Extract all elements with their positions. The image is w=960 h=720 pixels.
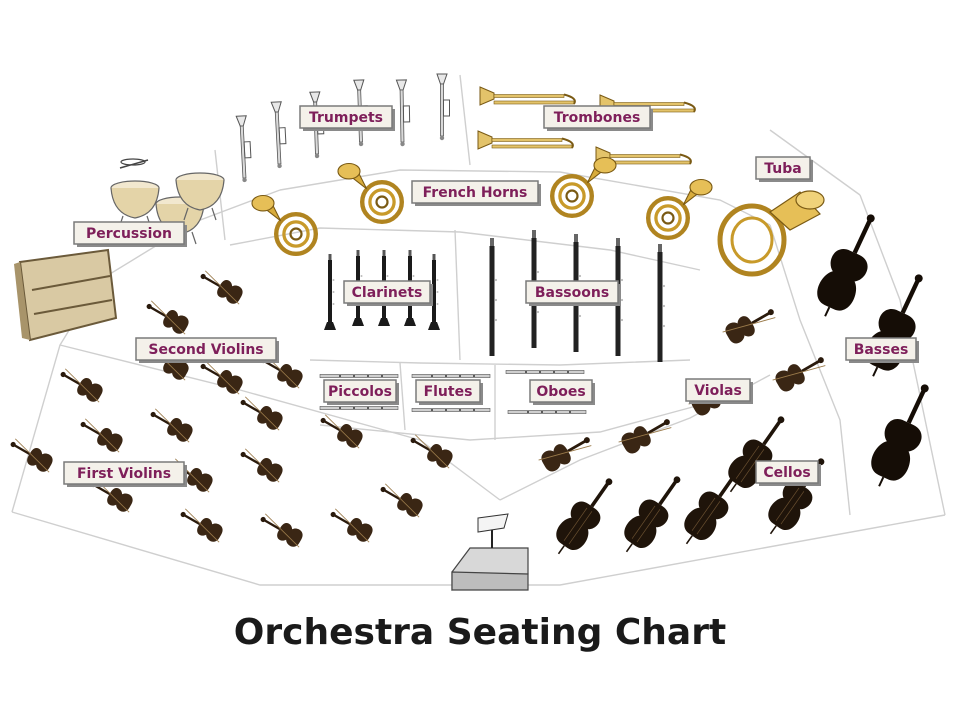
svg-text:Trombones: Trombones <box>554 110 641 126</box>
cellos-label: Cellos <box>755 460 821 486</box>
trombones-label: Trombones <box>543 105 653 131</box>
first-violins-label: First Violins <box>63 461 187 487</box>
clarinets-label: Clarinets <box>343 280 433 306</box>
percussion-section <box>14 158 225 342</box>
drum-case-icon <box>14 248 118 342</box>
section-boundaries <box>11 74 946 586</box>
svg-text:Basses: Basses <box>854 342 909 358</box>
page-title: Orchestra Seating Chart <box>233 612 727 653</box>
section-labels: Trumpets Trombones French Horns Tuba Per… <box>63 105 919 487</box>
conductor-podium-icon <box>451 513 529 591</box>
svg-text:Violas: Violas <box>694 383 742 399</box>
flutes-label: Flutes <box>415 379 483 405</box>
svg-text:Bassoons: Bassoons <box>535 285 609 301</box>
tuba-label: Tuba <box>755 156 813 182</box>
svg-text:Piccolos: Piccolos <box>328 384 392 400</box>
oboes-label: Oboes <box>529 379 595 405</box>
svg-text:Cellos: Cellos <box>763 465 810 481</box>
tuba-icon <box>717 190 825 277</box>
svg-text:Flutes: Flutes <box>424 384 473 400</box>
svg-text:First Violins: First Violins <box>77 466 171 482</box>
bassoons-label: Bassoons <box>525 280 621 306</box>
second-violins-label: Second Violins <box>135 337 279 363</box>
trumpets-label: Trumpets <box>299 105 395 131</box>
svg-text:Trumpets: Trumpets <box>309 110 383 126</box>
svg-text:Tuba: Tuba <box>764 161 801 177</box>
svg-text:Oboes: Oboes <box>536 384 585 400</box>
svg-text:French Horns: French Horns <box>423 185 528 201</box>
timpani-icon <box>110 158 225 245</box>
piccolos-label: Piccolos <box>323 379 399 405</box>
basses-label: Basses <box>845 337 919 363</box>
french-horns-label: French Horns <box>411 180 541 206</box>
violas-label: Violas <box>685 378 753 404</box>
svg-text:Clarinets: Clarinets <box>352 285 423 301</box>
svg-text:Second Violins: Second Violins <box>148 342 263 358</box>
svg-text:Percussion: Percussion <box>86 226 172 242</box>
percussion-label: Percussion <box>73 221 187 247</box>
